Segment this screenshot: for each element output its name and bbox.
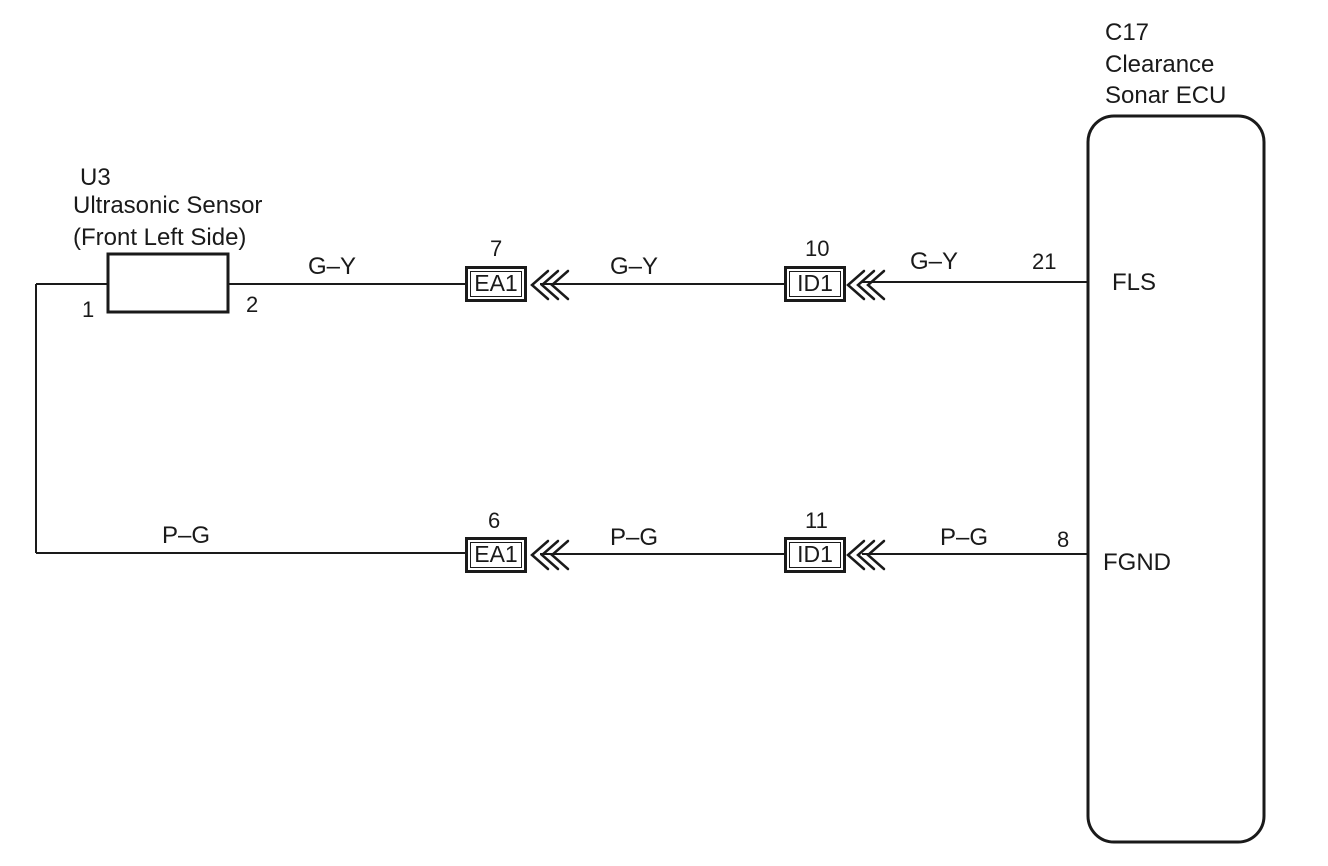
connector-ea1-bottom: EA1: [465, 537, 527, 573]
top-wire-color-1: G–Y: [308, 253, 357, 280]
top-wire-color-3: G–Y: [910, 248, 959, 275]
top-ea1-pin: 7: [490, 236, 503, 261]
bottom-ea1-pin: 6: [488, 508, 501, 533]
sensor-pin-1: 1: [82, 297, 95, 322]
ultrasonic-sensor-body: [106, 252, 230, 314]
connector-id1-bottom: ID1: [784, 537, 846, 573]
top-id1-pin: 10: [805, 236, 830, 261]
ecu-terminal-fgnd: FGND: [1103, 549, 1171, 576]
chevron-ea1-bottom-icon-2: [540, 539, 560, 571]
sensor-code: U3: [80, 164, 111, 191]
bottom-wire-color-1: P–G: [162, 522, 211, 549]
connector-id1-top: ID1: [784, 266, 846, 302]
top-wire-color-2: G–Y: [610, 253, 659, 280]
ecu-name-line2: Sonar ECU: [1105, 82, 1227, 109]
sensor-pin-2: 2: [246, 292, 259, 317]
connector-ea1-top-label: EA1: [474, 270, 518, 296]
chevron-id1-top-icon-2: [856, 269, 876, 301]
chevron-ea1-top-icon-2: [540, 269, 560, 301]
ecu-pin-fgnd: 8: [1057, 527, 1070, 552]
chevron-id1-bottom-icon: [846, 539, 866, 571]
chevron-id1-bottom-icon-2: [856, 539, 876, 571]
chevron-ea1-top-icon: [530, 269, 550, 301]
chevron-id1-top-icon-3: [866, 269, 886, 301]
bottom-id1-pin: 11: [805, 508, 828, 533]
bottom-wire-color-3: P–G: [940, 524, 989, 551]
sensor-name: Ultrasonic Sensor: [73, 192, 263, 219]
ecu-code: C17: [1105, 19, 1150, 46]
connector-ea1-bottom-label: EA1: [474, 541, 518, 567]
sensor-location: (Front Left Side): [73, 224, 247, 251]
ecu-name-line1: Clearance: [1105, 51, 1215, 78]
bottom-wire-color-2: P–G: [610, 524, 659, 551]
ecu-pin-fls: 21: [1032, 249, 1057, 274]
connector-id1-bottom-label: ID1: [797, 541, 833, 567]
chevron-id1-bottom-icon-3: [866, 539, 886, 571]
connector-id1-top-label: ID1: [797, 270, 833, 296]
ecu-terminal-fls: FLS: [1112, 269, 1157, 296]
ecu-body: [1086, 114, 1266, 844]
chevron-ea1-bottom-icon-3: [550, 539, 570, 571]
chevron-ea1-bottom-icon: [530, 539, 550, 571]
chevron-id1-top-icon: [846, 269, 866, 301]
connector-ea1-top: EA1: [465, 266, 527, 302]
chevron-ea1-top-icon-3: [550, 269, 570, 301]
